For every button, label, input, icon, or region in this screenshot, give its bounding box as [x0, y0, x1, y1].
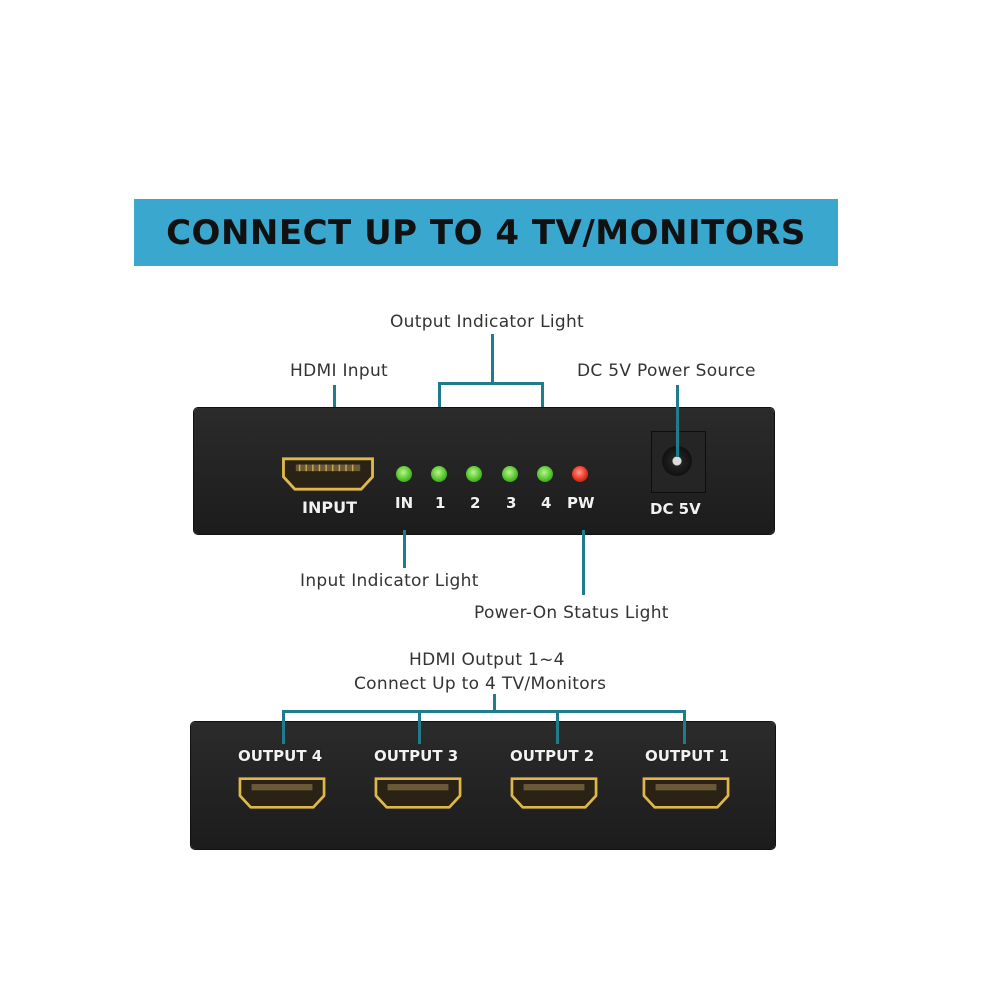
led-1	[431, 466, 447, 482]
output-4-label: OUTPUT 4	[238, 747, 323, 765]
output-indicator-label: Output Indicator Light	[390, 312, 585, 332]
led-label-4: 4	[541, 494, 552, 512]
connector-line	[418, 710, 421, 744]
connector-line	[282, 710, 285, 744]
input-port-label: INPUT	[302, 498, 357, 517]
dc-label: DC 5V	[650, 500, 701, 518]
led-2	[466, 466, 482, 482]
connector-line	[491, 334, 494, 384]
power-status-label: Power-On Status Light	[474, 603, 669, 623]
led-label-pw: PW	[567, 494, 595, 512]
led-label-1: 1	[435, 494, 446, 512]
led-label-in: IN	[395, 494, 414, 512]
output-3-label: OUTPUT 3	[374, 747, 459, 765]
connector-line	[438, 382, 544, 385]
hdmi-output-4-port[interactable]	[237, 776, 327, 810]
connector-line	[556, 710, 559, 744]
output-2-label: OUTPUT 2	[510, 747, 595, 765]
output-1-label: OUTPUT 1	[645, 747, 730, 765]
led-4	[537, 466, 553, 482]
led-3	[502, 466, 518, 482]
connector-line	[683, 710, 686, 744]
connector-line	[676, 385, 679, 457]
led-label-3: 3	[506, 494, 517, 512]
hdmi-output-2-port[interactable]	[509, 776, 599, 810]
hdmi-output-label-line1: HDMI Output 1~4	[409, 650, 565, 670]
hdmi-input-label: HDMI Input	[290, 361, 388, 381]
hdmi-output-3-port[interactable]	[373, 776, 463, 810]
hdmi-input-port[interactable]	[280, 456, 376, 492]
connector-line	[403, 530, 406, 568]
hdmi-output-label-line2: Connect Up to 4 TV/Monitors	[354, 674, 607, 694]
connector-line	[493, 694, 496, 712]
connector-line	[582, 530, 585, 595]
hdmi-output-1-port[interactable]	[641, 776, 731, 810]
title-banner: CONNECT UP TO 4 TV/MONITORS	[134, 199, 838, 266]
input-indicator-label: Input Indicator Light	[300, 571, 479, 591]
dc-power-label: DC 5V Power Source	[577, 361, 756, 381]
connector-line	[282, 710, 686, 713]
banner-title: CONNECT UP TO 4 TV/MONITORS	[166, 212, 806, 253]
led-pw	[572, 466, 588, 482]
led-in	[396, 466, 412, 482]
led-label-2: 2	[470, 494, 481, 512]
